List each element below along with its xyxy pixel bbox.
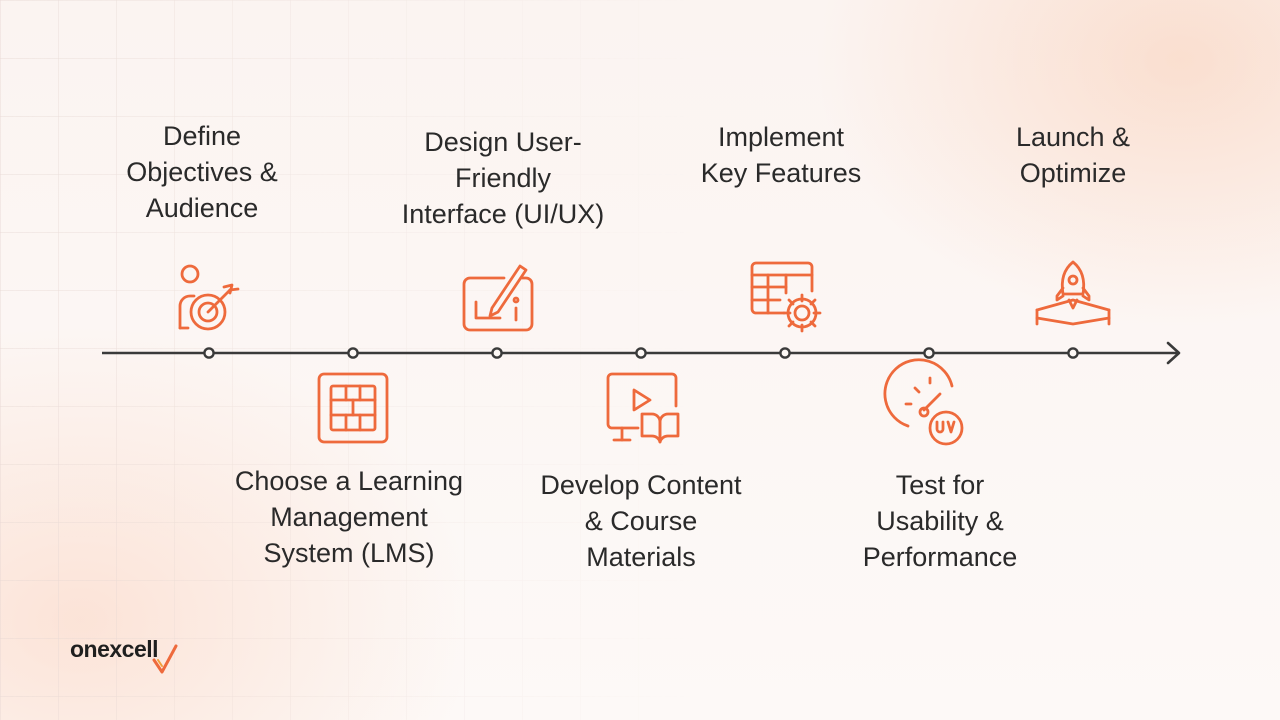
design-tablet-icon bbox=[458, 258, 538, 338]
brand-logo: onexcell bbox=[70, 636, 159, 662]
step-2-label: Choose a Learning Management System (LMS… bbox=[234, 466, 464, 568]
checkmark-icon bbox=[152, 644, 178, 674]
background-grid bbox=[0, 0, 700, 720]
step-6-label: Test for Usability & Performance bbox=[862, 470, 1018, 572]
timeline-node-1 bbox=[203, 347, 215, 359]
timeline-node-4 bbox=[635, 347, 647, 359]
step-3-label: Design User- Friendly Interface (UI/UX) bbox=[401, 127, 605, 229]
grid-panel-icon bbox=[313, 368, 393, 448]
step-4-label: Develop Content & Course Materials bbox=[540, 470, 742, 572]
timeline-node-2 bbox=[347, 347, 359, 359]
timeline-node-5 bbox=[779, 347, 791, 359]
timeline-node-7 bbox=[1067, 347, 1079, 359]
rocket-launch-icon bbox=[1033, 258, 1113, 338]
person-target-icon bbox=[168, 260, 248, 340]
step-1-label: Define Objectives & Audience bbox=[126, 121, 278, 223]
table-gear-icon bbox=[746, 257, 826, 337]
speedometer-uv-icon bbox=[883, 358, 970, 448]
timeline-node-3 bbox=[491, 347, 503, 359]
timeline-arrowhead bbox=[1166, 341, 1181, 365]
step-7-label: Launch & Optimize bbox=[1015, 122, 1131, 188]
video-book-icon bbox=[602, 368, 682, 448]
step-5-label: Implement Key Features bbox=[700, 122, 862, 188]
timeline-node-6 bbox=[923, 347, 935, 359]
